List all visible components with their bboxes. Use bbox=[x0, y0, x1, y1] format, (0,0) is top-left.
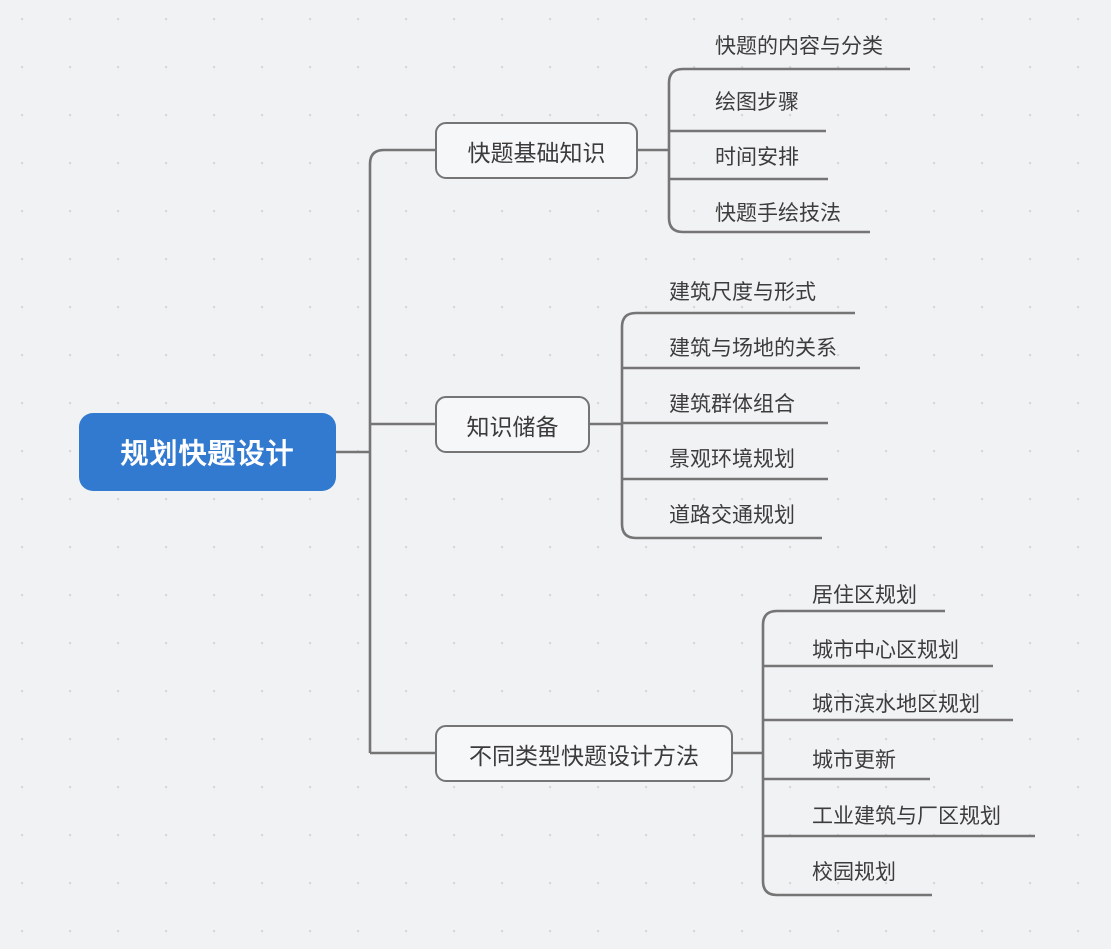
leaf-node-1-4[interactable]: 快题手绘技法 bbox=[713, 195, 893, 229]
leaf-node-3-6-label: 校园规划 bbox=[812, 861, 896, 884]
leaf-node-3-6[interactable]: 校园规划 bbox=[810, 854, 990, 888]
branch-node-1[interactable]: 快题基础知识 bbox=[435, 122, 638, 179]
leaf-node-2-3-label: 建筑群体组合 bbox=[669, 393, 795, 416]
leaf-node-2-2[interactable]: 建筑与场地的关系 bbox=[667, 330, 877, 364]
leaf-node-1-1[interactable]: 快题的内容与分类 bbox=[713, 28, 923, 62]
leaf-node-1-2-label: 绘图步骤 bbox=[715, 91, 799, 114]
leaf-node-3-4-label: 城市更新 bbox=[812, 749, 896, 772]
leaf-node-1-4-label: 快题手绘技法 bbox=[715, 202, 841, 225]
leaf-node-1-1-label: 快题的内容与分类 bbox=[715, 35, 883, 58]
leaf-node-2-1-label: 建筑尺度与形式 bbox=[669, 281, 816, 304]
leaf-node-3-2[interactable]: 城市中心区规划 bbox=[810, 632, 1010, 666]
branch-2-leaf-1-underline bbox=[620, 311, 855, 328]
leaf-node-2-5[interactable]: 道路交通规划 bbox=[667, 497, 867, 531]
spine-to-branch-1 bbox=[368, 148, 435, 165]
leaf-node-3-1-label: 居住区规划 bbox=[812, 584, 917, 607]
leaf-node-2-4-label: 景观环境规划 bbox=[669, 448, 795, 471]
branch-1-leaf-1-underline bbox=[667, 67, 910, 84]
branch-node-1-label: 快题基础知识 bbox=[467, 139, 606, 166]
branch-node-2[interactable]: 知识储备 bbox=[435, 396, 590, 453]
leaf-node-3-4[interactable]: 城市更新 bbox=[810, 742, 970, 776]
leaf-node-2-3[interactable]: 建筑群体组合 bbox=[667, 386, 867, 420]
leaf-node-2-5-label: 道路交通规划 bbox=[669, 504, 795, 527]
leaf-node-1-3[interactable]: 时间安排 bbox=[713, 139, 863, 173]
branch-node-3-label: 不同类型快题设计方法 bbox=[469, 742, 699, 769]
leaf-node-3-5-label: 工业建筑与厂区规划 bbox=[812, 805, 1001, 828]
root-node-label: 规划快题设计 bbox=[120, 438, 295, 469]
branch-node-2-label: 知识储备 bbox=[466, 413, 559, 440]
branch-3-leaf-1-underline bbox=[761, 609, 945, 626]
leaf-node-3-3[interactable]: 城市滨水地区规划 bbox=[810, 686, 1030, 720]
leaf-node-3-3-label: 城市滨水地区规划 bbox=[812, 693, 980, 716]
leaf-node-3-5[interactable]: 工业建筑与厂区规划 bbox=[810, 798, 1050, 832]
leaf-node-2-4[interactable]: 景观环境规划 bbox=[667, 441, 867, 475]
leaf-node-1-3-label: 时间安排 bbox=[715, 146, 799, 169]
root-node[interactable]: 规划快题设计 bbox=[79, 413, 336, 491]
leaf-node-3-1[interactable]: 居住区规划 bbox=[810, 577, 990, 611]
leaf-node-2-1[interactable]: 建筑尺度与形式 bbox=[667, 274, 867, 308]
branch-node-3[interactable]: 不同类型快题设计方法 bbox=[435, 725, 733, 782]
leaf-node-3-2-label: 城市中心区规划 bbox=[812, 639, 959, 662]
leaf-node-2-2-label: 建筑与场地的关系 bbox=[669, 337, 837, 360]
leaf-node-1-2[interactable]: 绘图步骤 bbox=[713, 84, 863, 118]
